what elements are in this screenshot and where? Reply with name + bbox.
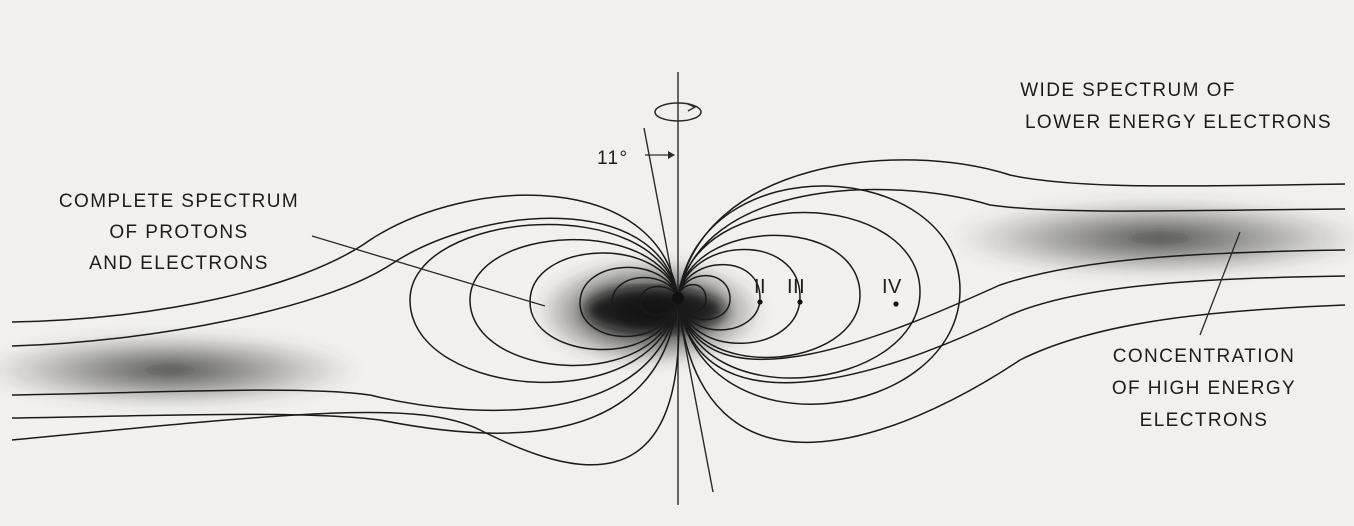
marker-dot-iv bbox=[893, 301, 898, 306]
tilt-angle-label: 11° bbox=[597, 146, 629, 172]
marker-dot-iii bbox=[797, 299, 802, 304]
marker-label-iv: IV bbox=[882, 274, 902, 300]
inner-belt-core bbox=[585, 288, 725, 332]
leader-line-inner-belt bbox=[312, 236, 545, 306]
label-complete-spectrum: COMPLETE SPECTRUM OF PROTONS AND ELECTRO… bbox=[14, 186, 344, 279]
label-concentration-line2: OF HIGH ENERGY bbox=[1064, 373, 1344, 405]
label-complete-spectrum-line1: COMPLETE SPECTRUM bbox=[14, 186, 344, 217]
label-concentration-line3: ELECTRONS bbox=[1064, 405, 1344, 437]
marker-label-ii: II bbox=[754, 274, 766, 300]
label-concentration-line1: CONCENTRATION bbox=[1064, 341, 1344, 373]
label-complete-spectrum-line3: AND ELECTRONS bbox=[14, 248, 344, 279]
label-concentration: CONCENTRATION OF HIGH ENERGY ELECTRONS bbox=[1064, 341, 1344, 437]
marker-label-iii: III bbox=[787, 274, 805, 300]
marker-dot-ii bbox=[757, 299, 762, 304]
earth bbox=[672, 292, 684, 304]
label-wide-spectrum: WIDE SPECTRUM OF bbox=[928, 78, 1328, 104]
label-complete-spectrum-line2: OF PROTONS bbox=[14, 217, 344, 248]
label-lower-energy-line2: LOWER ENERGY ELECTRONS bbox=[920, 110, 1332, 136]
label-lower-energy: LOWER ENERGY ELECTRONS bbox=[920, 110, 1332, 136]
label-wide-spectrum-line1: WIDE SPECTRUM OF bbox=[928, 78, 1328, 104]
